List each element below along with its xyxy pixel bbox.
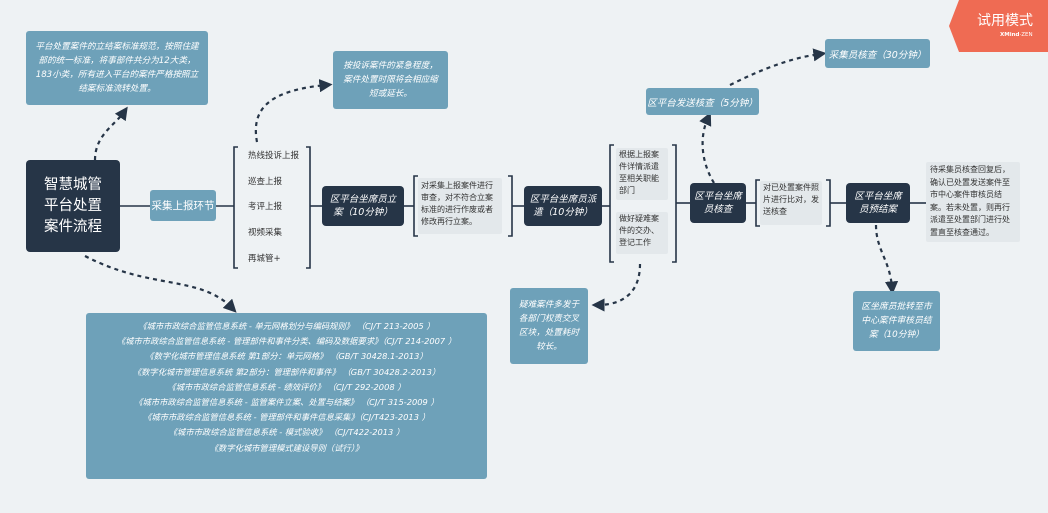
note-dispatch-1-text: 根据上报案件详情派遣至相关职能部门 [619, 150, 659, 195]
step-verify[interactable]: 区平台坐席员核查 [690, 183, 746, 223]
step-final-close-label: 区坐席员批转至市中心案件审核员结案（10分钟） [861, 302, 932, 340]
note-review[interactable]: 对采集上报案件进行审查，对不符合立案标准的进行作废或者修改再行立案。 [418, 178, 502, 234]
xmind-logo: XMind·ZEN [1000, 32, 1033, 38]
step-collector-verify-label: 采集员核查（30分钟） [828, 49, 927, 61]
note-dispatch-2-text: 做好疑难案件的交办、登记工作 [619, 214, 659, 247]
note-close-text: 待采集员核查回复后，确认已处置发送案件至市中心案件审核员结案。若未处置，则再行派… [930, 165, 1010, 237]
trial-badge-shape [949, 0, 1048, 52]
step-pre-close-label: 区平台坐席员预结案 [854, 191, 902, 215]
standards-box[interactable]: 《城市市政综合监管信息系统 - 单元网格划分与编码规则》 （CJ/T 213-2… [86, 313, 487, 479]
root-line-2: 平台处置 [44, 197, 102, 214]
standard-item: 《数字化城市管理信息系统 第2部分：管理部件和事件》 （GB/T 30428.2… [132, 366, 441, 377]
step-dispatch[interactable]: 区平台坐席员派遣（10分钟） [524, 186, 602, 226]
note-dispatch-2[interactable]: 做好疑难案件的交办、登记工作 [616, 212, 668, 254]
root-line-1: 智慧城管 [44, 176, 102, 193]
standard-item: 《数字化城市管理信息系统 第1部分：单元网格》 （GB/T 30428.1-20… [145, 351, 428, 362]
source-evaluation[interactable]: 考评上报 [248, 202, 283, 212]
note-difficult[interactable]: 疑难案件多发于各部门权责交叉区块，处置耗时较长。 [510, 288, 588, 364]
standard-item: 《数字化城市管理模式建设导则（试行）》 [209, 442, 364, 453]
step-verify-label: 区平台坐席员核查 [694, 191, 742, 215]
collect-stage[interactable]: 采集上报环节 [150, 190, 216, 221]
note-photo[interactable]: 对已处置案件照片进行比对，发送核查 [760, 181, 822, 225]
note-difficult-text: 疑难案件多发于各部门权责交叉区块，处置耗时较长。 [518, 300, 580, 352]
step-send-verify-label: 区平台发送核查（5分钟） [647, 97, 758, 109]
standard-item: 《城市市政综合监管信息系统 - 管理部件和事件信息采集》（CJ/T423-201… [143, 412, 430, 423]
note-standard-text: 平台处置案件的立结案标准规范，按照住建部的统一标准，将事部件共分为12大类，18… [35, 42, 199, 94]
note-dispatch-1[interactable]: 根据上报案件详情派遣至相关职能部门 [616, 148, 668, 200]
standard-item: 《城市市政综合监管信息系统 - 管理部件和事件分类、编码及数据要求》（CJ/T … [116, 336, 457, 347]
note-standard[interactable]: 平台处置案件的立结案标准规范，按照住建部的统一标准，将事部件共分为12大类，18… [26, 31, 208, 105]
note-urgency-text: 按投诉案件的紧急程度，案件处置时限将会相应缩短或延长。 [343, 61, 438, 99]
collect-stage-label: 采集上报环节 [151, 200, 215, 212]
source-app[interactable]: 再城管+ [248, 254, 281, 264]
standard-item: 《城市市政综合监管信息系统 - 单元网格划分与编码规则》 （CJ/T 213-2… [138, 321, 435, 331]
step-send-verify[interactable]: 区平台发送核查（5分钟） [646, 88, 759, 115]
standard-item: 《城市市政综合监管信息系统 - 监管案件立案、处置与结案》 （CJ/T 315-… [134, 397, 439, 408]
step-register-label: 区平台坐席员立案（10分钟） [329, 194, 397, 218]
note-urgency[interactable]: 按投诉案件的紧急程度，案件处置时限将会相应缩短或延长。 [333, 51, 448, 109]
step-collector-verify[interactable]: 采集员核查（30分钟） [825, 39, 930, 68]
standard-item: 《城市市政综合监管信息系统 - 绩效评价》 （CJ/T 292-2008 ） [167, 381, 406, 392]
note-close[interactable]: 待采集员核查回复后，确认已处置发送案件至市中心案件审核员结案。若未处置，则再行派… [926, 162, 1020, 242]
source-video[interactable]: 视频采集 [248, 228, 283, 238]
note-photo-text: 对已处置案件照片进行比对，发送核查 [763, 183, 819, 216]
step-final-close[interactable]: 区坐席员批转至市中心案件审核员结案（10分钟） [853, 291, 940, 351]
root-topic[interactable]: 智慧城管 平台处置 案件流程 [26, 160, 120, 252]
trial-mode-label: 试用模式 [977, 13, 1033, 29]
source-patrol[interactable]: 巡查上报 [248, 177, 283, 187]
root-line-3: 案件流程 [44, 218, 102, 235]
step-pre-close[interactable]: 区平台坐席员预结案 [846, 183, 910, 223]
step-register[interactable]: 区平台坐席员立案（10分钟） [322, 186, 404, 226]
step-dispatch-label: 区平台坐席员派遣（10分钟） [529, 194, 597, 218]
note-review-text: 对采集上报案件进行审查，对不符合立案标准的进行作废或者修改再行立案。 [421, 181, 493, 226]
standard-item: 《城市市政综合监管信息系统 - 模式验收》 （CJ/T422-2013 ） [168, 427, 405, 438]
source-hotline[interactable]: 热线投诉上报 [248, 151, 300, 161]
